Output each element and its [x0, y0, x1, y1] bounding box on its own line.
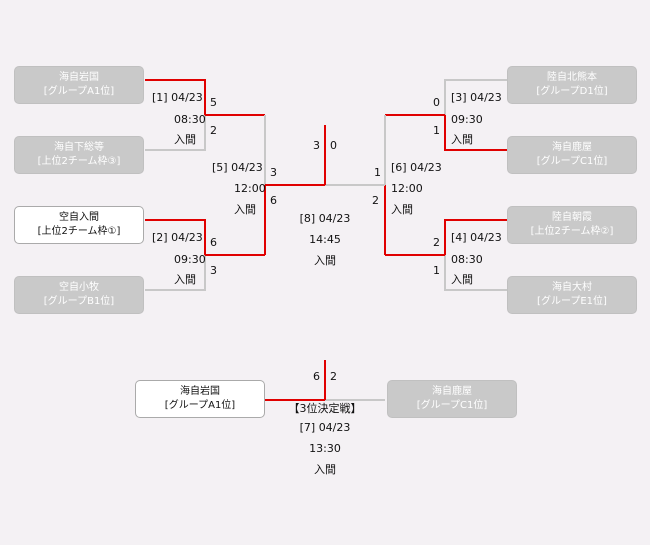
match-venue-m5: 入間 [234, 203, 256, 216]
score-m3-bottom: 1 [433, 124, 440, 137]
match-label-final: [8] 04/23 [299, 212, 351, 225]
team-name: 陸自朝霞 [552, 212, 592, 223]
team-name: 空自入間 [59, 212, 99, 223]
team-qualification: [上位2チーム枠②] [530, 226, 614, 237]
team-name: 海自大村 [552, 282, 592, 293]
line-m2-bottom [145, 255, 206, 291]
match-label-m5: [5] 04/23 [212, 161, 263, 174]
score-m3-top: 0 [433, 96, 440, 109]
match-venue-m6: 入間 [391, 203, 413, 216]
line-m4-bottom [444, 255, 507, 291]
match-time-m5: 12:00 [234, 182, 266, 195]
match-label-third: [7] 04/23 [299, 421, 351, 434]
team-box-kaiji-kanoya[interactable]: 海自鹿屋 [グループC1位] [507, 136, 637, 174]
line-m2-top [145, 219, 206, 255]
team-box-kaiji-shimofusa[interactable]: 海自下総等 [上位2チーム枠③] [14, 136, 144, 174]
team-qualification: [グループC1位] [536, 156, 608, 167]
match-time-final: 14:45 [309, 233, 341, 246]
team-qualification: [グループA1位] [43, 86, 115, 97]
match-venue-final: 入間 [314, 254, 336, 267]
team-qualification: [グループC1位] [416, 400, 488, 411]
score-m6-top: 1 [374, 166, 381, 179]
team-box-third-kaiji-iwakuni[interactable]: 海自岩国 [グループA1位] [135, 380, 265, 418]
line-m1-bottom [145, 115, 206, 151]
match-time-m2: 09:30 [174, 253, 206, 266]
match-venue-m3: 入間 [451, 133, 473, 146]
score-m2-bottom: 3 [210, 264, 217, 277]
match-time-m4: 08:30 [451, 253, 483, 266]
team-name: 陸自北熊本 [547, 72, 597, 83]
score-m5-bottom: 6 [270, 194, 277, 207]
team-qualification: [グループA1位] [164, 400, 236, 411]
team-box-kuji-komaki[interactable]: 空自小牧 [グループB1位] [14, 276, 144, 314]
team-box-kuji-iruma[interactable]: 空自入間 [上位2チーム枠①] [14, 206, 144, 244]
team-box-kaiji-omura[interactable]: 海自大村 [グループE1位] [507, 276, 637, 314]
score-m2-top: 6 [210, 236, 217, 249]
score-m6-bottom: 2 [372, 194, 379, 207]
team-name: 空自小牧 [59, 282, 99, 293]
match-label-m1: [1] 04/23 [152, 91, 203, 104]
team-box-third-kaiji-kanoya[interactable]: 海自鹿屋 [グループC1位] [387, 380, 517, 418]
line-m3-top [444, 79, 507, 115]
team-name: 海自下総等 [54, 142, 104, 153]
team-box-kaiji-iwakuni[interactable]: 海自岩国 [グループA1位] [14, 66, 144, 104]
score-m4-bottom: 1 [433, 264, 440, 277]
score-third-left: 6 [313, 370, 320, 383]
team-box-rikuji-kitakumamoto[interactable]: 陸自北熊本 [グループD1位] [507, 66, 637, 104]
team-name: 海自鹿屋 [552, 142, 592, 153]
third-place-title: 【3位決定戦】 [288, 402, 362, 415]
score-m1-bottom: 2 [210, 124, 217, 137]
team-name: 海自岩国 [180, 386, 220, 397]
match-venue-m4: 入間 [451, 273, 473, 286]
match-time-m1: 08:30 [174, 113, 206, 126]
line-m1-top [145, 79, 206, 115]
match-label-m4: [4] 04/23 [451, 231, 502, 244]
match-venue-m2: 入間 [174, 273, 196, 286]
team-qualification: [グループE1位] [537, 296, 607, 307]
team-box-rikuji-asaka[interactable]: 陸自朝霞 [上位2チーム枠②] [507, 206, 637, 244]
line-m4-top [444, 219, 507, 255]
match-label-m2: [2] 04/23 [152, 231, 203, 244]
team-qualification: [グループD1位] [536, 86, 608, 97]
match-time-m6: 12:00 [391, 182, 423, 195]
score-m5-top: 3 [270, 166, 277, 179]
team-qualification: [グループB1位] [43, 296, 115, 307]
score-final-right: 0 [330, 139, 337, 152]
match-venue-m1: 入間 [174, 133, 196, 146]
score-m4-top: 2 [433, 236, 440, 249]
team-qualification: [上位2チーム枠①] [37, 226, 121, 237]
match-label-m6: [6] 04/23 [391, 161, 442, 174]
score-third-right: 2 [330, 370, 337, 383]
match-time-m3: 09:30 [451, 113, 483, 126]
match-label-m3: [3] 04/23 [451, 91, 502, 104]
team-name: 海自岩国 [59, 72, 99, 83]
team-name: 海自鹿屋 [432, 386, 472, 397]
line-m3-bottom [444, 115, 507, 151]
team-qualification: [上位2チーム枠③] [37, 156, 121, 167]
match-venue-third: 入間 [314, 463, 336, 476]
score-m1-top: 5 [210, 96, 217, 109]
match-time-third: 13:30 [309, 442, 341, 455]
score-final-left: 3 [313, 139, 320, 152]
